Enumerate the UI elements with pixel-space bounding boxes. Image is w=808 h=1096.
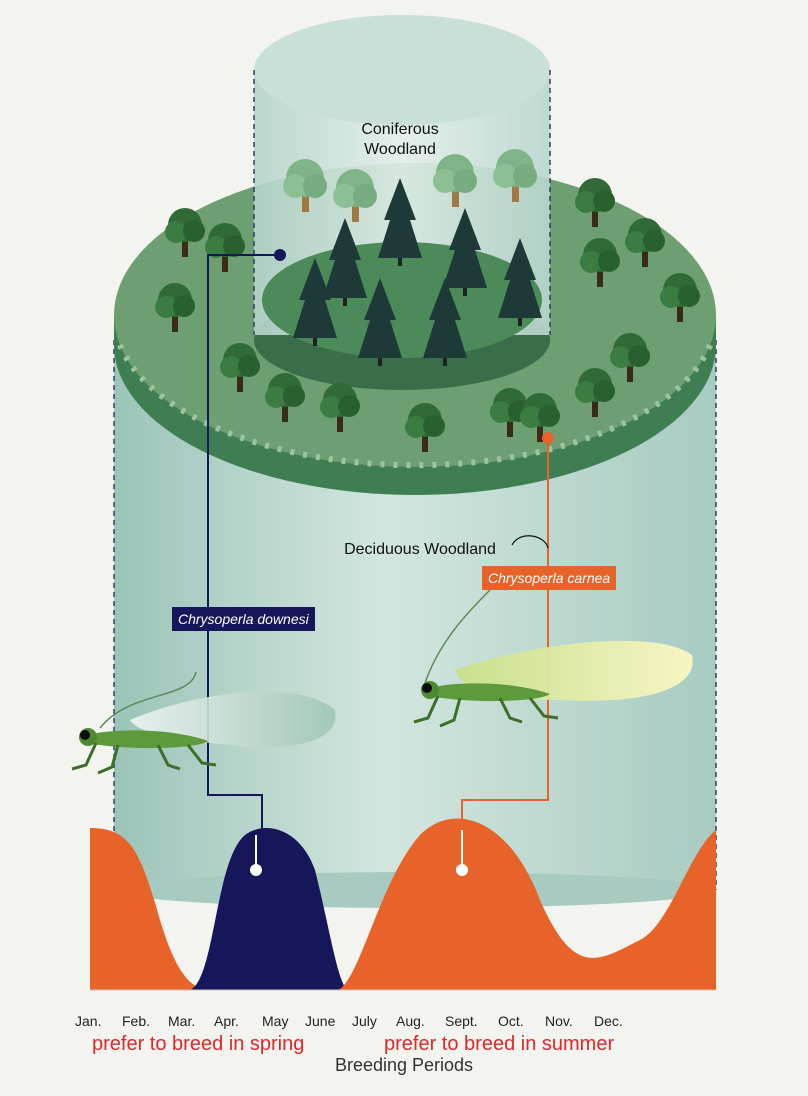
month-label: Feb. (122, 1013, 151, 1029)
month-label: July (352, 1013, 377, 1029)
coniferous-label-line1: Coniferous (361, 121, 439, 138)
month-label: Jan. (75, 1013, 102, 1029)
axis-title: Breeding Periods (334, 1055, 474, 1075)
spring-note: prefer to breed in spring (92, 1033, 305, 1055)
species-tag-carnea: Chrysoperla carnea (482, 566, 617, 590)
month-label: June (305, 1013, 336, 1029)
month-label: Nov. (545, 1013, 573, 1029)
species-tag-downesi: Chrysoperla downesi (172, 607, 315, 631)
summer-note: prefer to breed in summer (384, 1033, 615, 1055)
month-label: May (262, 1013, 289, 1029)
deciduous-label: Deciduous Woodland (344, 541, 496, 558)
month-label: Mar. (168, 1013, 196, 1029)
month-label: Dec. (594, 1013, 623, 1029)
month-label: Oct. (498, 1013, 524, 1029)
coniferous-label-line2: Woodland (364, 141, 436, 158)
month-label: Sept. (445, 1013, 478, 1029)
month-label: Aug. (396, 1013, 425, 1029)
month-label: Apr. (214, 1013, 239, 1029)
